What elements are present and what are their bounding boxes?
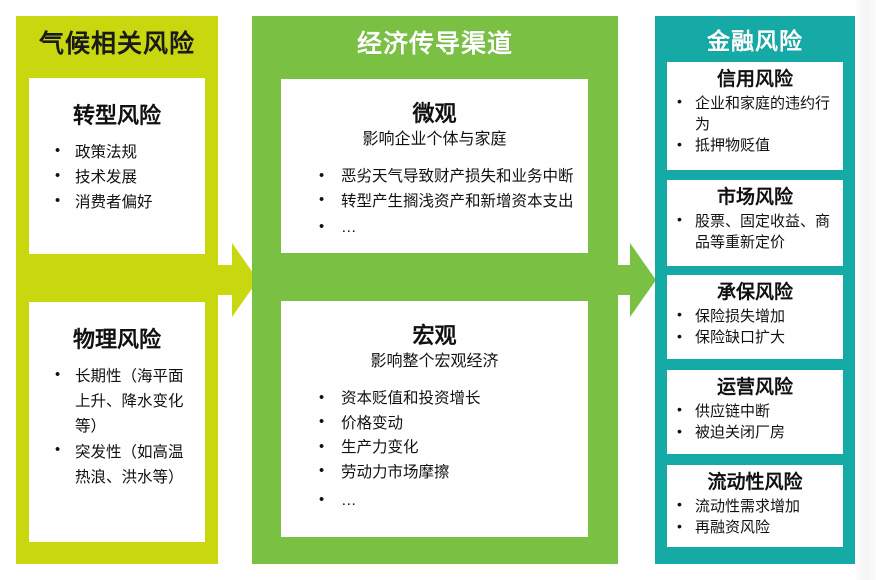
card-macro: 宏观 影响整个宏观经济 资本贬值和投资增长 价格变动 生产力变化 劳动力市场摩擦… — [281, 301, 588, 537]
list-item: 股票、固定收益、商品等重新定价 — [677, 210, 837, 254]
card-credit-risk: 信用风险 企业和家庭的违约行为 抵押物贬值 — [667, 62, 843, 170]
column-header-channel: 经济传导渠道 — [356, 30, 513, 58]
list-item: 消费者偏好 — [55, 190, 197, 215]
list-item: 再融资风险 — [677, 517, 837, 538]
card-title-liquidity-risk: 流动性风险 — [707, 472, 803, 493]
arrow-climate-to-channel-icon — [206, 243, 258, 322]
list-item: 转型产生搁浅资产和新增资本支出 — [319, 189, 578, 214]
column-financial-risk: 金融风险 信用风险 企业和家庭的违约行为 抵押物贬值 市场风险 股票、固定收益、… — [655, 16, 855, 564]
list-item: 劳动力市场摩擦 — [319, 460, 578, 485]
bullet-list-transition-risk: 政策法规 技术发展 消费者偏好 — [55, 140, 197, 215]
card-title-operational-risk: 运营风险 — [716, 377, 793, 398]
page-edge-shadow — [854, 0, 876, 580]
card-operational-risk: 运营风险 供应链中断 被迫关闭厂房 — [667, 370, 843, 454]
card-subtitle-micro: 影响企业个体与家庭 — [362, 131, 507, 149]
card-liquidity-risk: 流动性风险 流动性需求增加 再融资风险 — [667, 465, 843, 547]
list-item: 保险损失增加 — [677, 305, 837, 327]
card-title-macro: 宏观 — [412, 323, 457, 348]
list-item: 供应链中断 — [677, 400, 837, 422]
card-title-credit-risk: 信用风险 — [716, 69, 793, 90]
bullet-list-liquidity-risk: 流动性需求增加 再融资风险 — [677, 495, 837, 539]
card-title-micro: 微观 — [412, 101, 457, 126]
card-title-market-risk: 市场风险 — [716, 187, 793, 208]
list-item: 突发性（如高温热浪、洪水等） — [55, 439, 197, 490]
arrow-channel-to-financial-icon — [604, 243, 656, 322]
card-physical-risk: 物理风险 长期性（海平面上升、降水变化等） 突发性（如高温热浪、洪水等） — [29, 302, 205, 542]
bullet-list-macro: 资本贬值和投资增长 价格变动 生产力变化 劳动力市场摩擦 … — [319, 387, 578, 513]
bullet-list-market-risk: 股票、固定收益、商品等重新定价 — [677, 210, 837, 254]
list-item: … — [319, 489, 578, 513]
list-item: … — [319, 216, 578, 240]
list-item: 资本贬值和投资增长 — [319, 387, 578, 411]
list-item: 价格变动 — [319, 411, 578, 436]
card-underwriting-risk: 承保风险 保险损失增加 保险缺口扩大 — [667, 275, 843, 359]
card-subtitle-macro: 影响整个宏观经济 — [370, 353, 499, 371]
list-item: 生产力变化 — [319, 436, 578, 460]
bullet-list-micro: 恶劣天气导致财产损失和业务中断 转型产生搁浅资产和新增资本支出 … — [319, 165, 578, 240]
bullet-list-physical-risk: 长期性（海平面上升、降水变化等） 突发性（如高温热浪、洪水等） — [55, 364, 197, 490]
card-market-risk: 市场风险 股票、固定收益、商品等重新定价 — [667, 180, 843, 266]
list-item: 保险缺口扩大 — [677, 327, 837, 348]
list-item: 恶劣天气导致财产损失和业务中断 — [319, 165, 578, 189]
list-item: 政策法规 — [55, 140, 197, 165]
column-header-financial: 金融风险 — [707, 28, 803, 54]
card-title-underwriting-risk: 承保风险 — [716, 282, 793, 303]
column-header-climate: 气候相关风险 — [38, 30, 195, 58]
card-micro: 微观 影响企业个体与家庭 恶劣天气导致财产损失和业务中断 转型产生搁浅资产和新增… — [281, 79, 588, 253]
list-item: 抵押物贬值 — [677, 135, 837, 156]
card-title-transition-risk: 转型风险 — [72, 103, 161, 128]
list-item: 长期性（海平面上升、降水变化等） — [55, 364, 197, 439]
list-item: 企业和家庭的违约行为 — [677, 92, 837, 136]
card-title-physical-risk: 物理风险 — [72, 327, 161, 352]
bullet-list-underwriting-risk: 保险损失增加 保险缺口扩大 — [677, 305, 837, 349]
bullet-list-credit-risk: 企业和家庭的违约行为 抵押物贬值 — [677, 92, 837, 157]
list-item: 技术发展 — [55, 165, 197, 190]
list-item: 流动性需求增加 — [677, 495, 837, 517]
card-transition-risk: 转型风险 政策法规 技术发展 消费者偏好 — [29, 78, 205, 254]
bullet-list-operational-risk: 供应链中断 被迫关闭厂房 — [677, 400, 837, 444]
list-item: 被迫关闭厂房 — [677, 422, 837, 443]
